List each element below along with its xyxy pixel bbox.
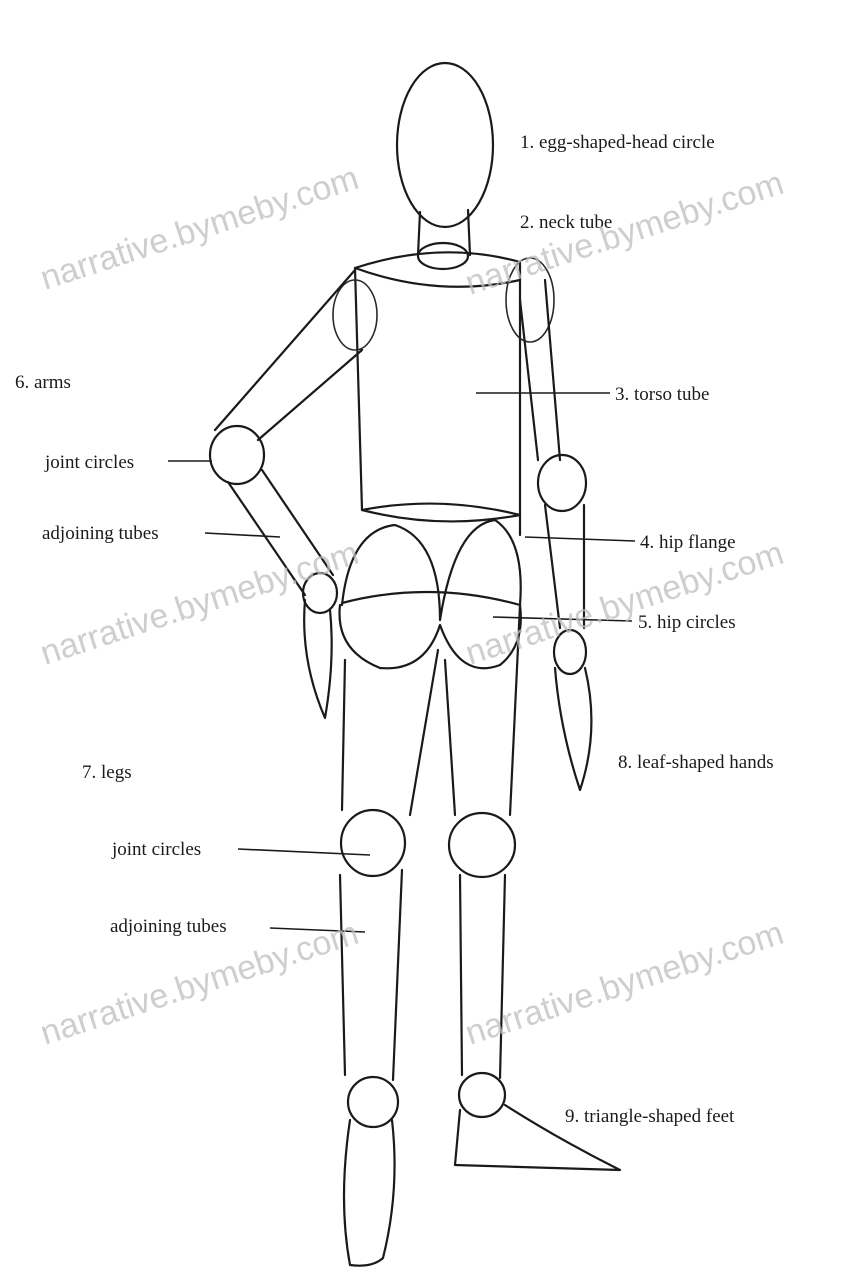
leader-lines bbox=[168, 393, 635, 932]
leader-hip-flange bbox=[525, 537, 635, 541]
watermark-text: narrative.bymeby.com bbox=[36, 159, 363, 298]
leader-leg-joints bbox=[238, 849, 370, 855]
label-feet: 9. triangle-shaped feet bbox=[565, 1106, 735, 1127]
label-legs: 7. legs bbox=[82, 762, 132, 783]
left-hand-leaf bbox=[304, 600, 332, 718]
left-foot-triangle bbox=[344, 1120, 395, 1266]
label-hip-circles: 5. hip circles bbox=[638, 612, 736, 633]
head-egg bbox=[397, 63, 493, 227]
right-knee-joint bbox=[449, 813, 515, 877]
watermark-text: narrative.bymeby.com bbox=[36, 534, 363, 673]
leader-arm-tubes bbox=[205, 533, 280, 537]
left-thigh bbox=[342, 650, 438, 815]
left-ankle-joint bbox=[348, 1077, 398, 1127]
left-knee-joint bbox=[341, 810, 405, 876]
left-shin bbox=[340, 870, 402, 1080]
label-hip-flange: 4. hip flange bbox=[640, 532, 736, 553]
label-arms: 6. arms bbox=[15, 372, 71, 393]
label-arm-tubes: adjoining tubes bbox=[42, 523, 159, 544]
label-torso: 3. torso tube bbox=[615, 384, 709, 405]
label-hands: 8. leaf-shaped hands bbox=[618, 752, 774, 773]
left-upper-arm bbox=[215, 270, 362, 440]
right-hand-leaf bbox=[555, 668, 591, 790]
neck-joint bbox=[418, 243, 468, 269]
label-leg-joints: joint circles bbox=[111, 839, 201, 860]
watermark-text: narrative.bymeby.com bbox=[461, 914, 788, 1053]
left-elbow-joint bbox=[210, 426, 264, 484]
label-leg-tubes: adjoining tubes bbox=[110, 916, 227, 937]
hip-flange bbox=[362, 504, 520, 522]
label-arm-joints: joint circles bbox=[44, 452, 134, 473]
right-ankle-joint bbox=[459, 1073, 505, 1117]
right-elbow-joint bbox=[538, 455, 586, 511]
watermark-text: narrative.bymeby.com bbox=[461, 164, 788, 303]
label-head: 1. egg-shaped-head circle bbox=[520, 132, 715, 153]
